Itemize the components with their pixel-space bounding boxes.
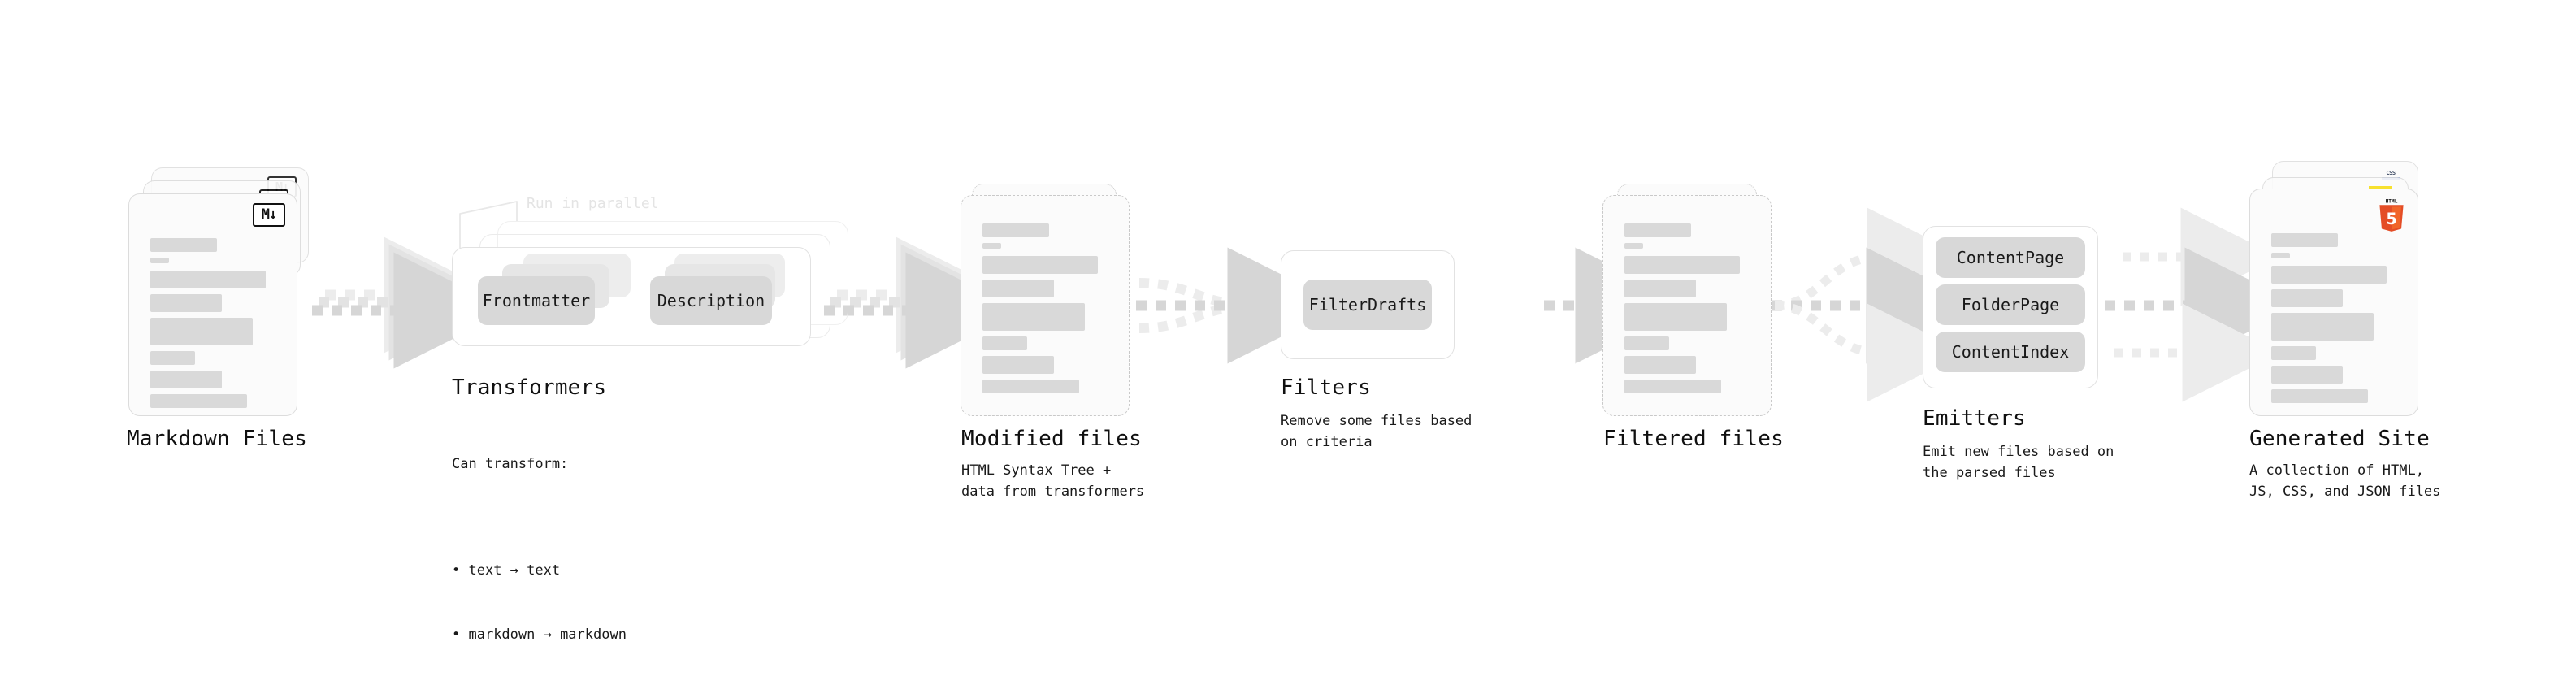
site-placeholder-lines — [2271, 233, 2396, 409]
filter-chip-filterdrafts[interactable]: FilterDrafts — [1303, 280, 1432, 330]
markdown-card-front: M↓ — [128, 193, 297, 416]
transformer-chip-description[interactable]: Description — [650, 276, 772, 325]
css-wordmark: CSS — [2386, 170, 2396, 176]
filters-title: Filters — [1281, 375, 1371, 400]
svg-text:HTML: HTML — [2386, 198, 2398, 204]
transformers-bullet-list: text → text markdown → markdown html → h… — [452, 518, 627, 681]
emitter-chip-contentindex[interactable]: ContentIndex — [1936, 332, 2085, 372]
run-in-parallel-label: Run in parallel — [527, 195, 659, 212]
modified-card-front — [961, 195, 1130, 416]
transformers-subtitle-head: Can transform: — [452, 455, 569, 472]
modified-placeholder-lines — [982, 223, 1108, 399]
emitter-chip-contentpage[interactable]: ContentPage — [1936, 237, 2085, 278]
filtered-files-title: Filtered files — [1603, 427, 1784, 451]
arrow-filtered-to-emitters — [1772, 207, 1983, 402]
modified-files-title: Modified files — [961, 427, 1142, 451]
transformers-bullet-0: text → text — [452, 560, 627, 581]
markdown-files-title: Markdown Files — [127, 427, 307, 451]
arrow-emitters-to-site — [2105, 207, 2301, 402]
markdown-badge-icon: M↓ — [253, 203, 285, 227]
generated-site-subtitle: A collection of HTML, JS, CSS, and JSON … — [2249, 462, 2441, 501]
filters-subtitle: Remove some files based on criteria — [1281, 413, 1472, 451]
transformer-chip-frontmatter[interactable]: Frontmatter — [478, 276, 595, 325]
arrow-modified-to-filters — [1136, 247, 1344, 364]
filtered-card-front — [1602, 195, 1772, 416]
emitters-subtitle: Emit new files based on the parsed files — [1923, 444, 2114, 482]
filtered-placeholder-lines — [1624, 223, 1750, 399]
svg-text:5: 5 — [2386, 210, 2396, 228]
arrow-markdown-to-transformers — [312, 236, 510, 369]
transformers-title: Transformers — [452, 375, 607, 400]
modified-files-subtitle: HTML Syntax Tree + data from transformer… — [961, 462, 1145, 501]
transformers-bullet-1: markdown → markdown — [452, 624, 626, 645]
transformers-subtitle: Can transform: text → text markdown → ma… — [452, 410, 627, 681]
emitter-chip-folderpage[interactable]: FolderPage — [1936, 284, 2085, 325]
site-card-front-html: HTML 5 — [2249, 189, 2418, 416]
emitters-title: Emitters — [1923, 406, 2026, 431]
html5-badge-icon: HTML 5 — [2379, 198, 2404, 232]
markdown-placeholder-lines — [150, 238, 275, 414]
generated-site-title: Generated Site — [2249, 427, 2430, 451]
